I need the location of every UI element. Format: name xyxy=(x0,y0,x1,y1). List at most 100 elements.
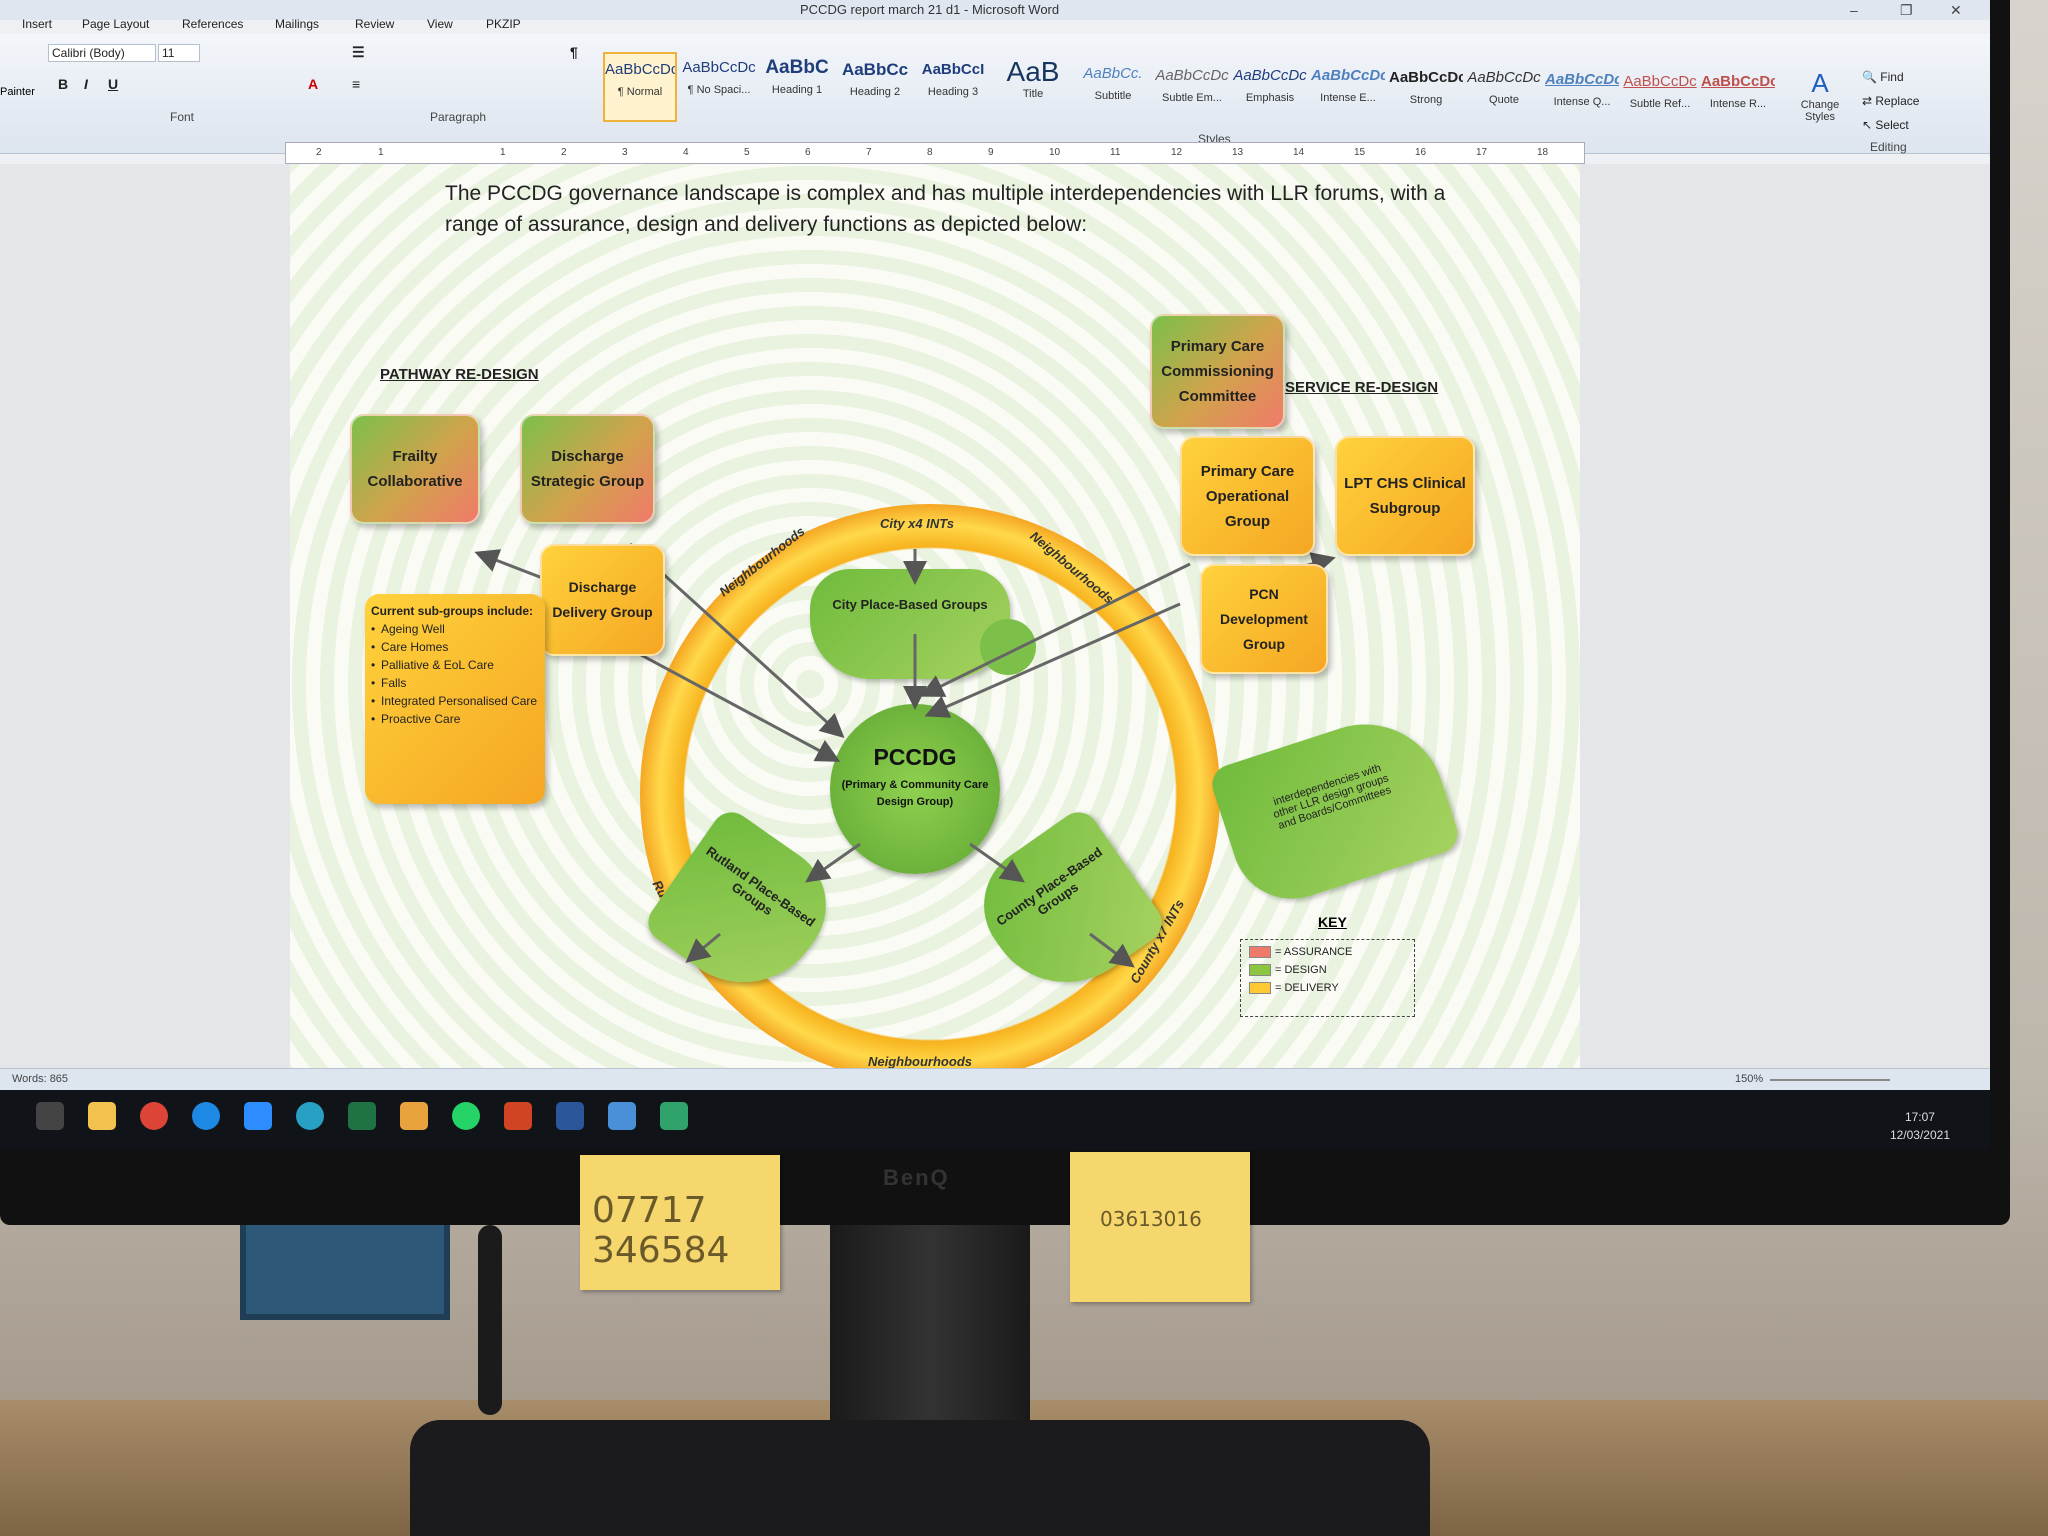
list-item: Proactive Care xyxy=(371,712,539,726)
file-explorer-icon[interactable] xyxy=(88,1102,116,1130)
font-color-icon[interactable]: A xyxy=(308,76,319,92)
group-editing-label: Editing xyxy=(1870,140,1907,154)
tab-view[interactable]: View xyxy=(427,17,453,31)
align-left-icon[interactable]: ≡ xyxy=(352,76,361,92)
monitor-stand xyxy=(830,1225,1030,1445)
tab-mailings[interactable]: Mailings xyxy=(275,17,320,31)
lpt-chs-clinical-subgroup: LPT CHS Clinical Subgroup xyxy=(1335,436,1475,556)
word-icon[interactable] xyxy=(556,1102,584,1130)
change-styles-icon: A xyxy=(1811,68,1829,98)
maximize-icon[interactable]: ❐ xyxy=(1900,2,1913,18)
swatch-assurance xyxy=(1249,946,1271,959)
center-title: PCCDG xyxy=(873,744,957,770)
tab-insert[interactable]: Insert xyxy=(22,17,53,31)
whatsapp-icon[interactable] xyxy=(452,1102,480,1130)
edge-icon[interactable] xyxy=(192,1102,220,1130)
arrow-center-rutland xyxy=(805,842,861,883)
horizontal-ruler[interactable]: 2 1 1 2 3 4 5 6 7 8 9 10 11 12 13 14 15 … xyxy=(285,142,1585,164)
city-place-based-groups: City Place-Based Groups xyxy=(810,569,1036,679)
replace-icon: ⇄ xyxy=(1862,94,1876,108)
word-count[interactable]: Words: 865 xyxy=(12,1073,69,1085)
italic-icon[interactable]: I xyxy=(84,76,88,92)
screen: PCCDG report march 21 d1 - Microsoft Wor… xyxy=(0,0,1990,1150)
list-item: Care Homes xyxy=(371,640,539,654)
find-button[interactable]: 🔍 Find xyxy=(1862,70,1904,84)
outlook-icon[interactable] xyxy=(400,1102,428,1130)
zoom-slider[interactable] xyxy=(1770,1079,1890,1081)
primary-care-operational-group: Primary Care Operational Group xyxy=(1180,436,1315,556)
photo-frame xyxy=(240,1215,450,1320)
swatch-design xyxy=(1249,964,1271,977)
service-redesign-header: SERVICE RE-DESIGN xyxy=(1285,379,1439,396)
window-title: PCCDG report march 21 d1 - Microsoft Wor… xyxy=(800,2,1060,17)
monitor-brand: BenQ xyxy=(883,1165,950,1190)
arrow-pcn xyxy=(924,602,1181,718)
title-bar: PCCDG report march 21 d1 - Microsoft Wor… xyxy=(0,0,1990,20)
monitor-cable xyxy=(478,1225,502,1415)
puzzle-knob xyxy=(980,619,1036,675)
clock-date: 12/03/2021 xyxy=(1889,1128,1950,1142)
close-icon[interactable]: ✕ xyxy=(1950,2,1962,18)
arrow-rutland-ring xyxy=(685,932,721,963)
remote-desktop-icon[interactable] xyxy=(608,1102,636,1130)
change-styles-button[interactable]: A Change Styles xyxy=(1790,68,1850,123)
style-no-spacing[interactable]: AaBbCcDc¶ No Spaci... xyxy=(682,59,756,96)
task-view-icon[interactable] xyxy=(36,1102,64,1130)
font-size-box[interactable]: 11 xyxy=(158,44,200,62)
key-assurance: = ASSURANCE xyxy=(1249,946,1406,959)
ring-label-city: City x4 INTs xyxy=(880,516,954,531)
bold-icon[interactable]: B xyxy=(58,76,69,92)
powerpoint-icon[interactable] xyxy=(504,1102,532,1130)
tab-references[interactable]: References xyxy=(182,17,244,31)
style-normal[interactable]: AaBbCcDc¶ Normal xyxy=(603,52,677,122)
replace-button[interactable]: ⇄ Replace xyxy=(1862,94,1920,108)
key-title: KEY xyxy=(1318,914,1347,930)
pilcrow-icon[interactable]: ¶ xyxy=(570,44,578,60)
find-icon: 🔍 xyxy=(1862,70,1881,84)
taskbar-clock[interactable]: 17:07 12/03/2021 xyxy=(1890,1108,1950,1144)
ring-label-neighbourhoods-bottom: Neighbourhoods xyxy=(868,1054,972,1069)
style-subtitle[interactable]: AaBbCc.Subtitle xyxy=(1083,65,1143,102)
document-page[interactable]: The PCCDG governance landscape is comple… xyxy=(290,164,1580,1084)
excel-icon[interactable] xyxy=(348,1102,376,1130)
zoom-icon[interactable] xyxy=(244,1102,272,1130)
arrow-county-ring xyxy=(1089,932,1135,968)
key-legend: = ASSURANCE = DESIGN = DELIVERY xyxy=(1240,939,1415,1017)
publisher-icon[interactable] xyxy=(660,1102,688,1130)
key-design: = DESIGN xyxy=(1249,964,1406,977)
chrome-icon[interactable] xyxy=(140,1102,168,1130)
minimize-icon[interactable]: – xyxy=(1850,2,1858,18)
browser-icon[interactable] xyxy=(296,1102,324,1130)
zoom-level[interactable]: 150% xyxy=(1735,1073,1764,1085)
discharge-strategic-group: Discharge Strategic Group xyxy=(520,414,655,524)
tab-pkzip[interactable]: PKZIP xyxy=(486,17,521,31)
pathway-redesign-header: PATHWAY RE-DESIGN xyxy=(380,366,539,383)
intro-paragraph: The PCCDG governance landscape is comple… xyxy=(445,182,1446,236)
tab-review[interactable]: Review xyxy=(355,17,395,31)
bullets-icon[interactable]: ☰ xyxy=(352,44,365,60)
underline-icon[interactable]: U xyxy=(108,76,119,92)
format-painter[interactable]: Painter xyxy=(0,86,35,98)
select-button[interactable]: ↖ Select xyxy=(1862,118,1909,132)
tab-page-layout[interactable]: Page Layout xyxy=(82,17,150,31)
discharge-delivery-group: Discharge Delivery Group xyxy=(540,544,665,656)
group-font-label: Font xyxy=(170,110,195,124)
primary-care-commissioning-committee: Primary Care Commissioning Committee xyxy=(1150,314,1285,429)
font-name-box[interactable]: Calibri (Body) xyxy=(48,44,156,62)
center-subtitle: (Primary & Community Care Design Group) xyxy=(841,779,989,808)
document-area: The PCCDG governance landscape is comple… xyxy=(0,164,1990,1084)
list-item: Palliative & EoL Care xyxy=(371,658,539,672)
